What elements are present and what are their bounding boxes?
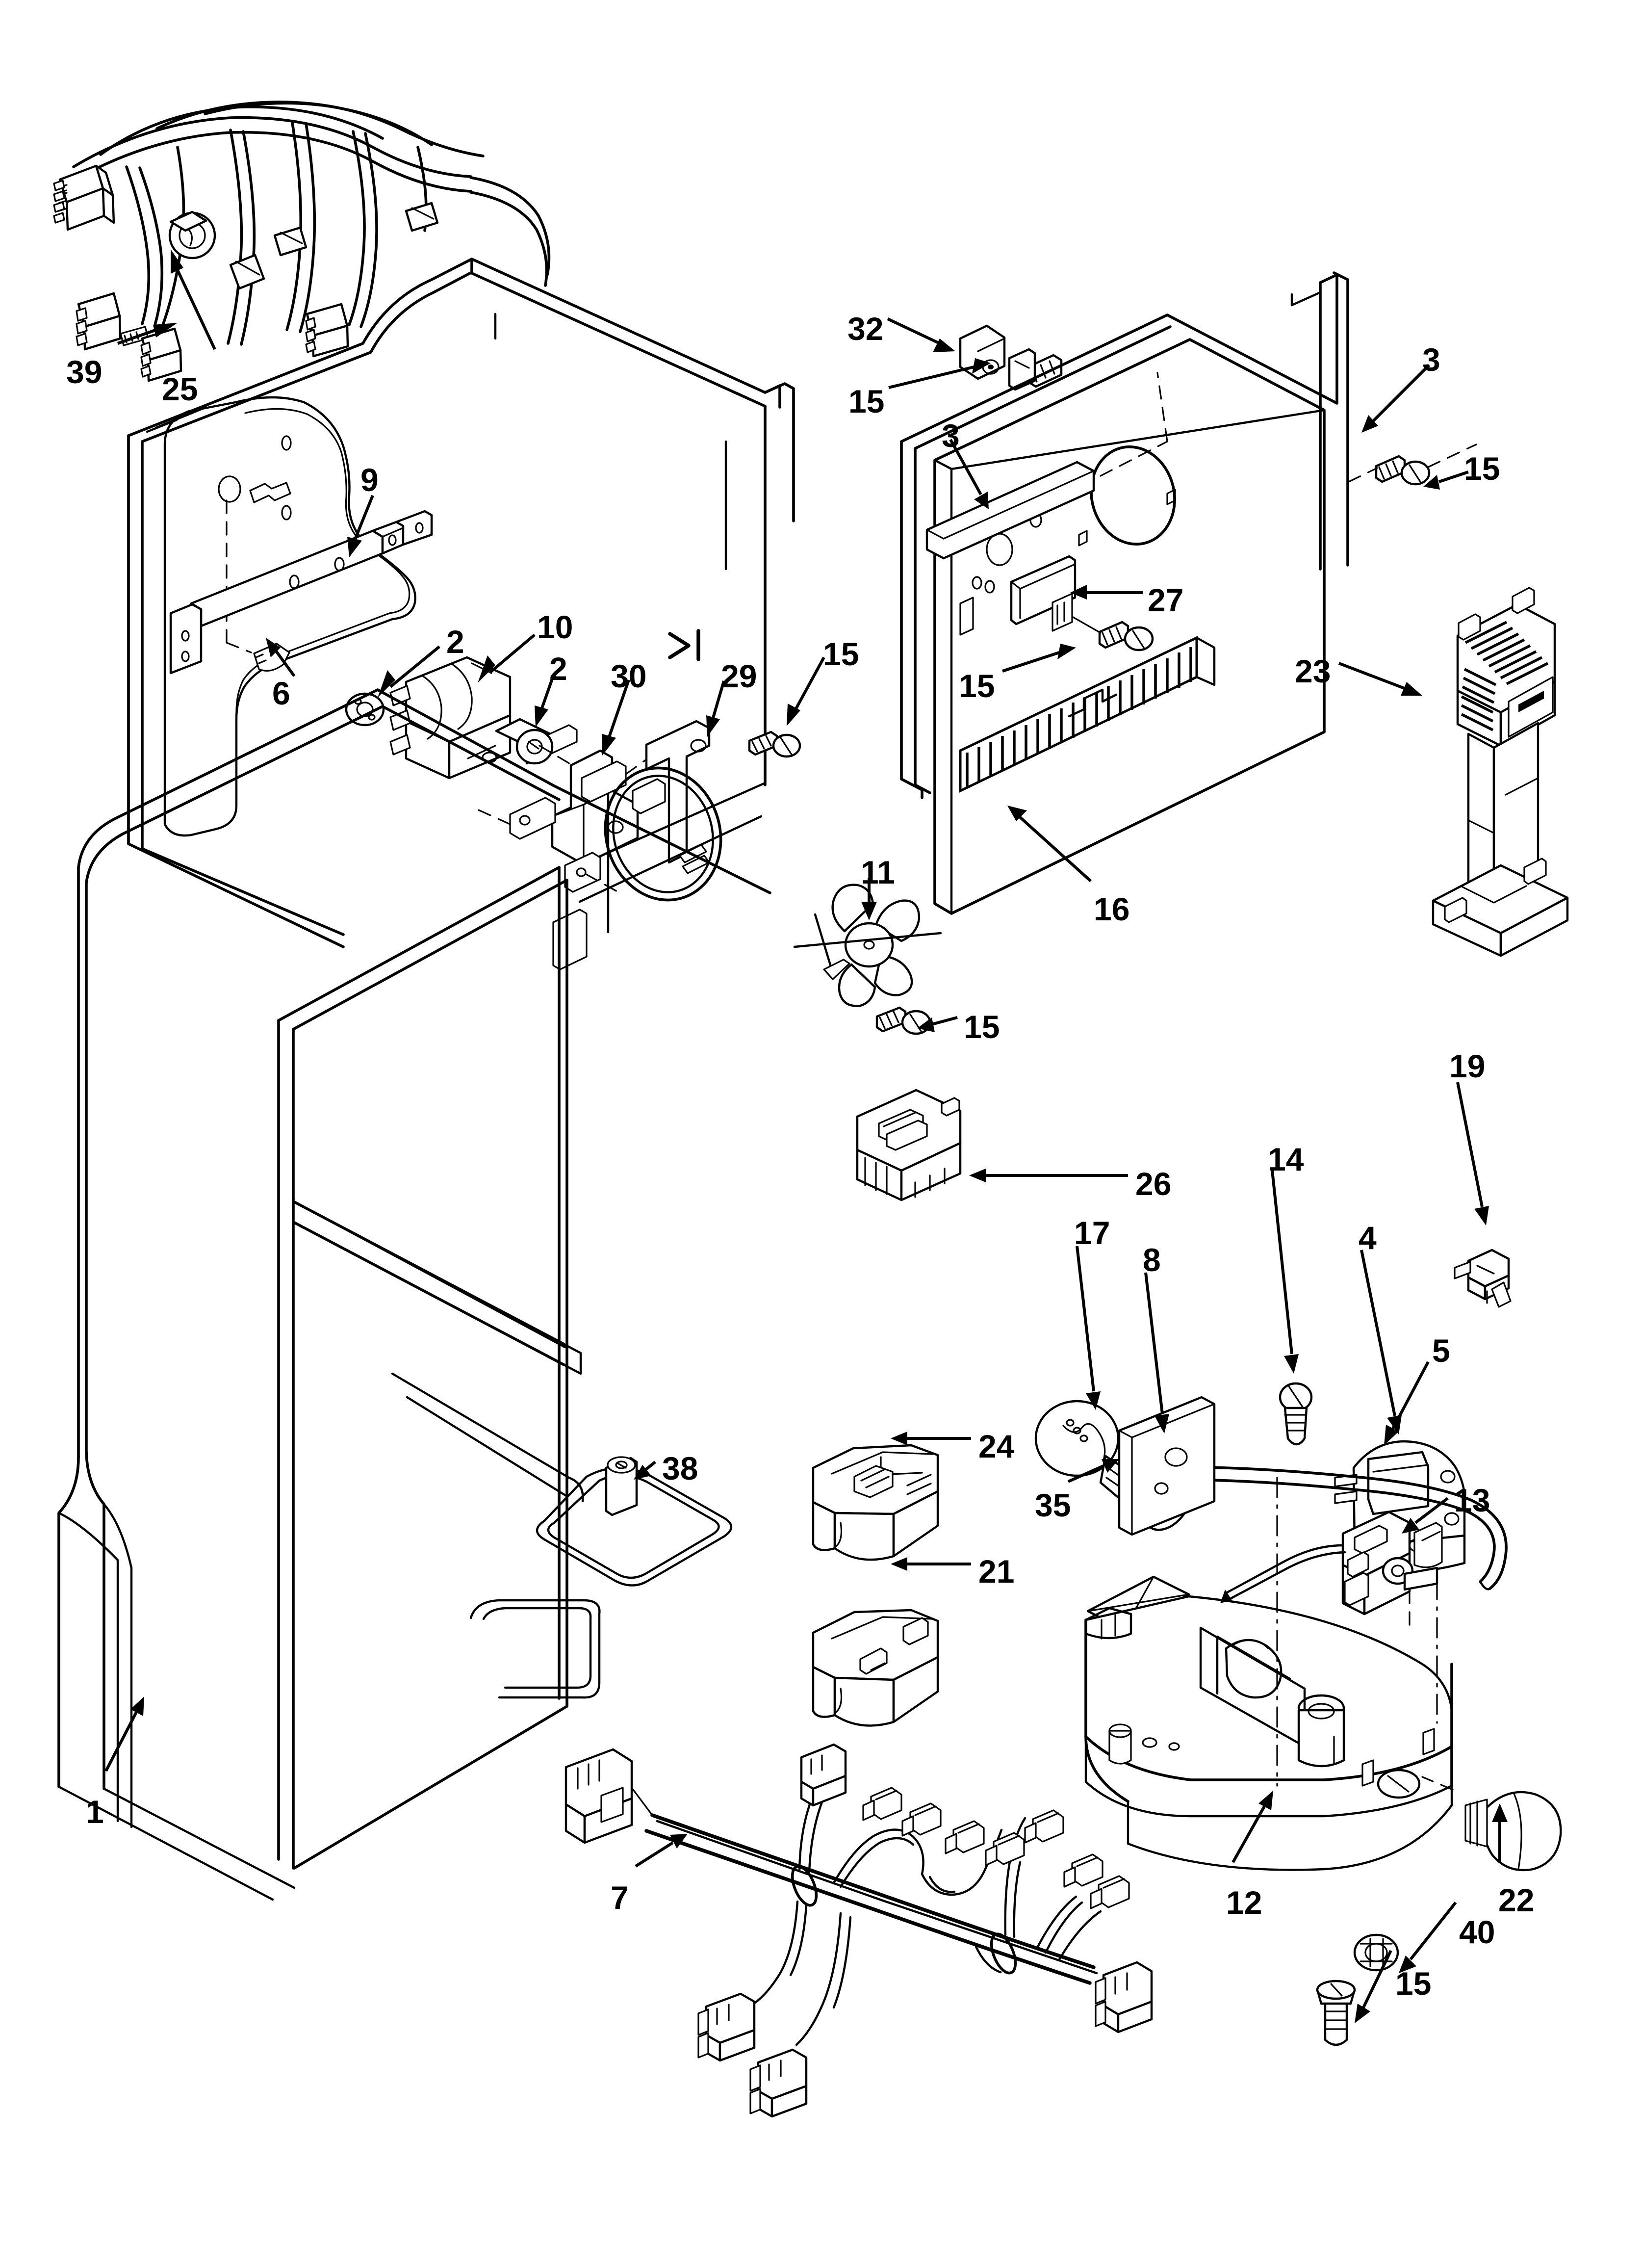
- screw-15e: [1072, 616, 1154, 652]
- main-wire-harness-7: [564, 1743, 1153, 2118]
- callout-21: 21: [978, 1553, 1015, 1590]
- callout-38: 38: [662, 1450, 698, 1486]
- screw-14: [1279, 1382, 1313, 1446]
- callout-25: 25: [162, 371, 198, 407]
- callout-3-a: 3: [942, 417, 960, 454]
- harness-spade-top-8: [1090, 1875, 1130, 1909]
- callout-6: 6: [272, 675, 290, 711]
- callout-3-b: 3: [1422, 341, 1440, 378]
- leader-25: [171, 249, 216, 350]
- callout-15-d: 15: [1464, 450, 1500, 487]
- callout-4: 4: [1359, 1220, 1377, 1256]
- leader-39: [117, 323, 178, 345]
- callout-23: 23: [1295, 653, 1331, 689]
- rear-panel-assembly: [900, 271, 1477, 915]
- fan-mount-clip-29: [581, 720, 711, 864]
- callout-17: 17: [1074, 1215, 1110, 1251]
- air-duct-diffuser-23: [1432, 587, 1569, 957]
- callout-15-b: 15: [964, 1009, 1000, 1045]
- callout-9: 9: [360, 462, 379, 498]
- callout-15-a: 15: [823, 636, 859, 672]
- harness-main-connector: [564, 1748, 653, 1844]
- fan-blade-11: [793, 884, 942, 1007]
- harness-spade-top-4: [945, 1820, 985, 1854]
- harness-connector-small-e: [405, 202, 439, 232]
- screw-15d: [1348, 443, 1477, 486]
- callout-2-b: 2: [549, 651, 567, 687]
- callout-2-a: 2: [446, 624, 464, 660]
- callout-1: 1: [86, 1794, 104, 1830]
- light-socket-body: [168, 210, 216, 260]
- harness-connector-3pin-a: [76, 292, 122, 351]
- harness-spade-top-5: [985, 1832, 1025, 1866]
- callout-26: 26: [1135, 1166, 1172, 1202]
- harness-connector-3pin-c: [305, 303, 349, 358]
- callout-12: 12: [1226, 1884, 1262, 1921]
- terminal-cover-27: [1010, 555, 1077, 632]
- callout-16: 16: [1094, 891, 1130, 927]
- roller-cover-21: [812, 1609, 939, 1727]
- harness-conn-top-1: [800, 1743, 847, 1807]
- harness-conn-bottom-1: [697, 1992, 756, 2062]
- mounting-bracket-9: [169, 510, 433, 675]
- callout-39: 39: [66, 354, 103, 390]
- callout-11: 11: [861, 854, 895, 890]
- callout-15-f: 15: [1395, 1965, 1432, 2002]
- diffuser-side-louvers: [1461, 668, 1497, 731]
- diffuser-louvers: [1464, 621, 1549, 685]
- harness-spade-top-6: [1024, 1809, 1064, 1844]
- callout-24: 24: [978, 1428, 1015, 1464]
- callout-29: 29: [721, 658, 757, 694]
- callout-22: 22: [1498, 1882, 1535, 1918]
- callout-15-e: 15: [959, 668, 995, 704]
- harness-connector-8pin: [53, 164, 115, 231]
- callout-10: 10: [537, 609, 573, 645]
- harness-connector-3pin-b: [140, 327, 182, 382]
- cabinet-lower-shell: [57, 688, 771, 1901]
- spacer-bushing-32: [959, 324, 1006, 380]
- roller-cover-24: [812, 1444, 939, 1561]
- screw-15f: [1316, 1980, 1356, 2046]
- condensate-drain-pan-12: [1084, 1595, 1453, 1871]
- harness-conn-right: [1095, 1961, 1153, 2033]
- leader-lines: [104, 317, 1508, 2023]
- relay-overload-26: [856, 1089, 962, 1201]
- harness-spade-top-2: [862, 1787, 902, 1821]
- harness-connector-small-d: [273, 226, 308, 257]
- callout-19: 19: [1449, 1048, 1486, 1084]
- callout-27: 27: [1148, 582, 1184, 618]
- screw-15a: [748, 730, 801, 758]
- thermostat-13: [1220, 1477, 1443, 1787]
- callout-7: 7: [611, 1879, 629, 1916]
- mounting-plate-35: [1118, 1396, 1216, 1536]
- callout-14: 14: [1268, 1141, 1304, 1177]
- callout-30: 30: [611, 658, 647, 694]
- cabinet-roller-38: [605, 1456, 638, 1516]
- light-socket-wiring-art: [53, 101, 551, 382]
- callout-15-c: 15: [848, 383, 885, 419]
- rear-panel-vent: [959, 636, 1198, 793]
- wire-clip-19: [1454, 1249, 1512, 1308]
- harness-conn-bottom-2: [749, 2048, 808, 2118]
- screw-15b: [875, 1006, 931, 1035]
- harness-spade-top-3: [901, 1802, 942, 1837]
- callout-8: 8: [1143, 1242, 1161, 1278]
- grommet-2b: [515, 729, 554, 765]
- push-in-plug-6: [253, 643, 290, 672]
- section-marker: [668, 629, 700, 661]
- callout-13: 13: [1454, 1482, 1490, 1518]
- callout-32: 32: [847, 311, 884, 347]
- light-socket-sleeve: [229, 254, 265, 290]
- callout-40: 40: [1459, 1914, 1495, 1950]
- callout-35: 35: [1035, 1487, 1071, 1523]
- harness-spade-top-7: [1063, 1853, 1103, 1888]
- callout-5: 5: [1432, 1332, 1450, 1369]
